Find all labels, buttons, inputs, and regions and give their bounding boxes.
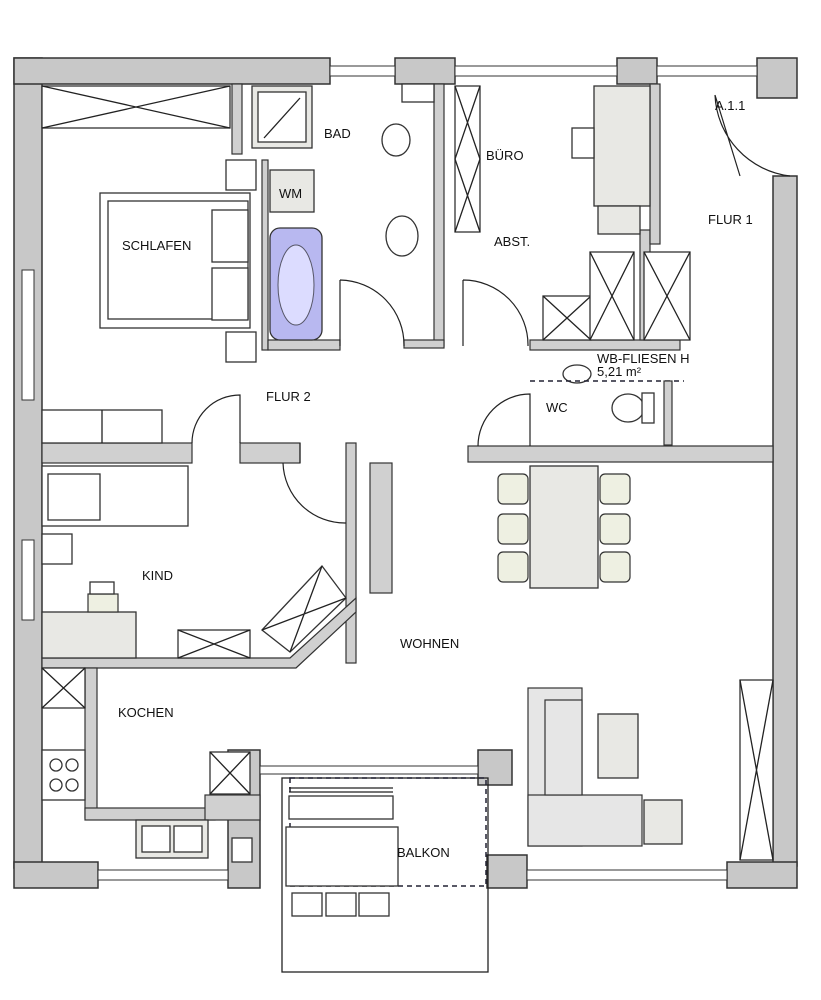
closets <box>41 85 774 861</box>
bed <box>41 159 257 444</box>
balcony <box>281 777 489 973</box>
room-label-schlafen: SCHLAFEN <box>122 238 191 253</box>
office-desk <box>571 85 651 235</box>
room-label-balkon: BALKON <box>397 845 450 860</box>
unit-id-label: A.1.1 <box>715 98 745 113</box>
doors <box>191 94 791 524</box>
room-label-kind: KIND <box>142 568 173 583</box>
wc-fixtures <box>530 364 684 446</box>
room-label-bad: BAD <box>324 126 351 141</box>
windows <box>21 65 758 881</box>
kids-room-furniture <box>41 465 189 659</box>
room-label-wc: WC <box>546 400 568 415</box>
room-label-kochen: KOCHEN <box>118 705 174 720</box>
room-label-flur1: FLUR 1 <box>708 212 753 227</box>
kitchen <box>41 749 253 863</box>
dining-table <box>497 465 631 589</box>
bathroom-fixtures <box>251 83 435 341</box>
tile-area: 5,21 m² <box>597 364 642 379</box>
outer-walls <box>13 57 798 889</box>
tile-note: WB-FLIESEN H <box>597 351 689 366</box>
sofa <box>527 687 683 847</box>
room-label-flur2: FLUR 2 <box>266 389 311 404</box>
room-label-wohnen: WOHNEN <box>400 636 459 651</box>
room-label-buero: BÜRO <box>486 148 524 163</box>
room-label-abst: ABST. <box>494 234 530 249</box>
washer-label: WM <box>279 186 302 201</box>
